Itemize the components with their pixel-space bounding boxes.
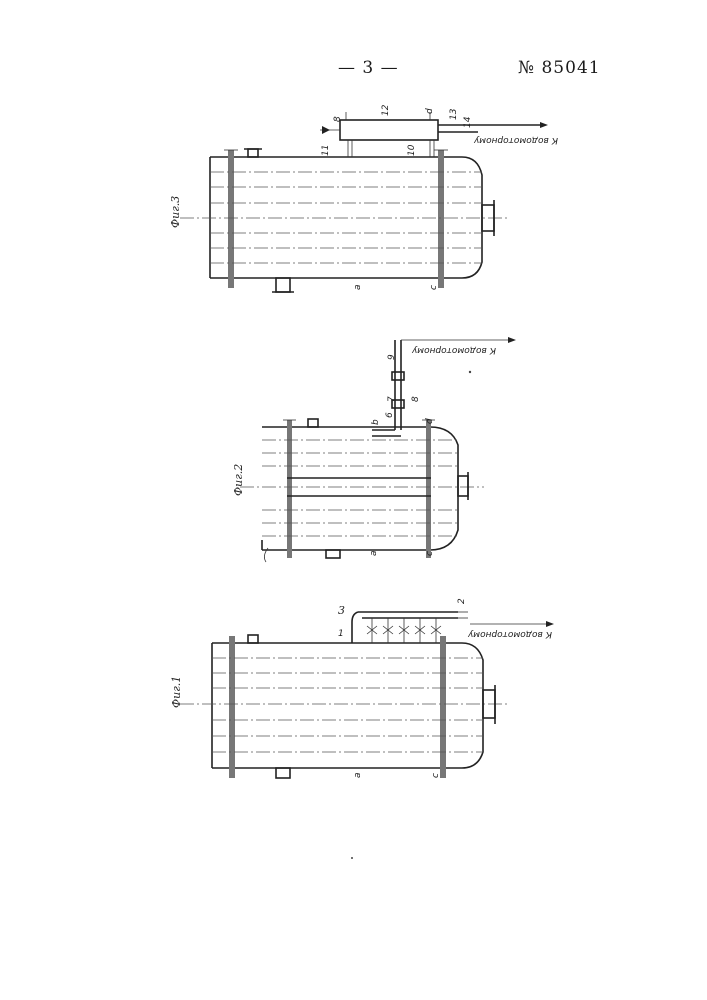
svg-text:8: 8 <box>411 396 421 402</box>
svg-text:a: a <box>353 284 363 290</box>
svg-text:14: 14 <box>463 116 473 128</box>
svg-text:К водомоторному: К водомоторному <box>411 345 496 355</box>
svg-text:10: 10 <box>407 144 417 156</box>
svg-text:b: b <box>371 419 381 425</box>
svg-text:2: 2 <box>457 598 467 604</box>
svg-text:13: 13 <box>449 108 459 120</box>
svg-text:3: 3 <box>338 604 345 617</box>
svg-text:Фиг.1: Фиг.1 <box>170 676 183 708</box>
svg-text:c: c <box>431 773 441 778</box>
svg-text:d: d <box>425 418 435 424</box>
svg-text:8: 8 <box>333 116 343 122</box>
svg-text:К водомоторному: К водомоторному <box>473 135 558 145</box>
svg-text:d: d <box>425 108 435 114</box>
svg-text:Фиг.2: Фиг.2 <box>232 464 245 496</box>
svg-text:c: c <box>429 285 439 290</box>
svg-text:12: 12 <box>381 104 391 116</box>
figure-1: 3 1 2 К водомоторному a c Фиг.1 <box>170 598 554 778</box>
svg-text:9: 9 <box>387 354 397 360</box>
svg-text:a: a <box>353 772 363 778</box>
figure-3: 8 12 d 13 14 11 10 К водомоторному a c Ф… <box>169 104 558 292</box>
svg-text:a: a <box>369 550 379 556</box>
svg-text:c: c <box>425 551 435 556</box>
figure-2: 9 7 8 6 b d К водомоторному a c Фиг.2 <box>232 337 516 562</box>
svg-text:6: 6 <box>385 412 395 418</box>
svg-text:К водомоторному: К водомоторному <box>467 629 552 639</box>
svg-text:Фиг.3: Фиг.3 <box>169 196 182 228</box>
svg-text:1: 1 <box>338 629 344 639</box>
svg-text:11: 11 <box>321 145 331 156</box>
valve-row <box>367 618 441 643</box>
svg-text:7: 7 <box>387 396 397 402</box>
